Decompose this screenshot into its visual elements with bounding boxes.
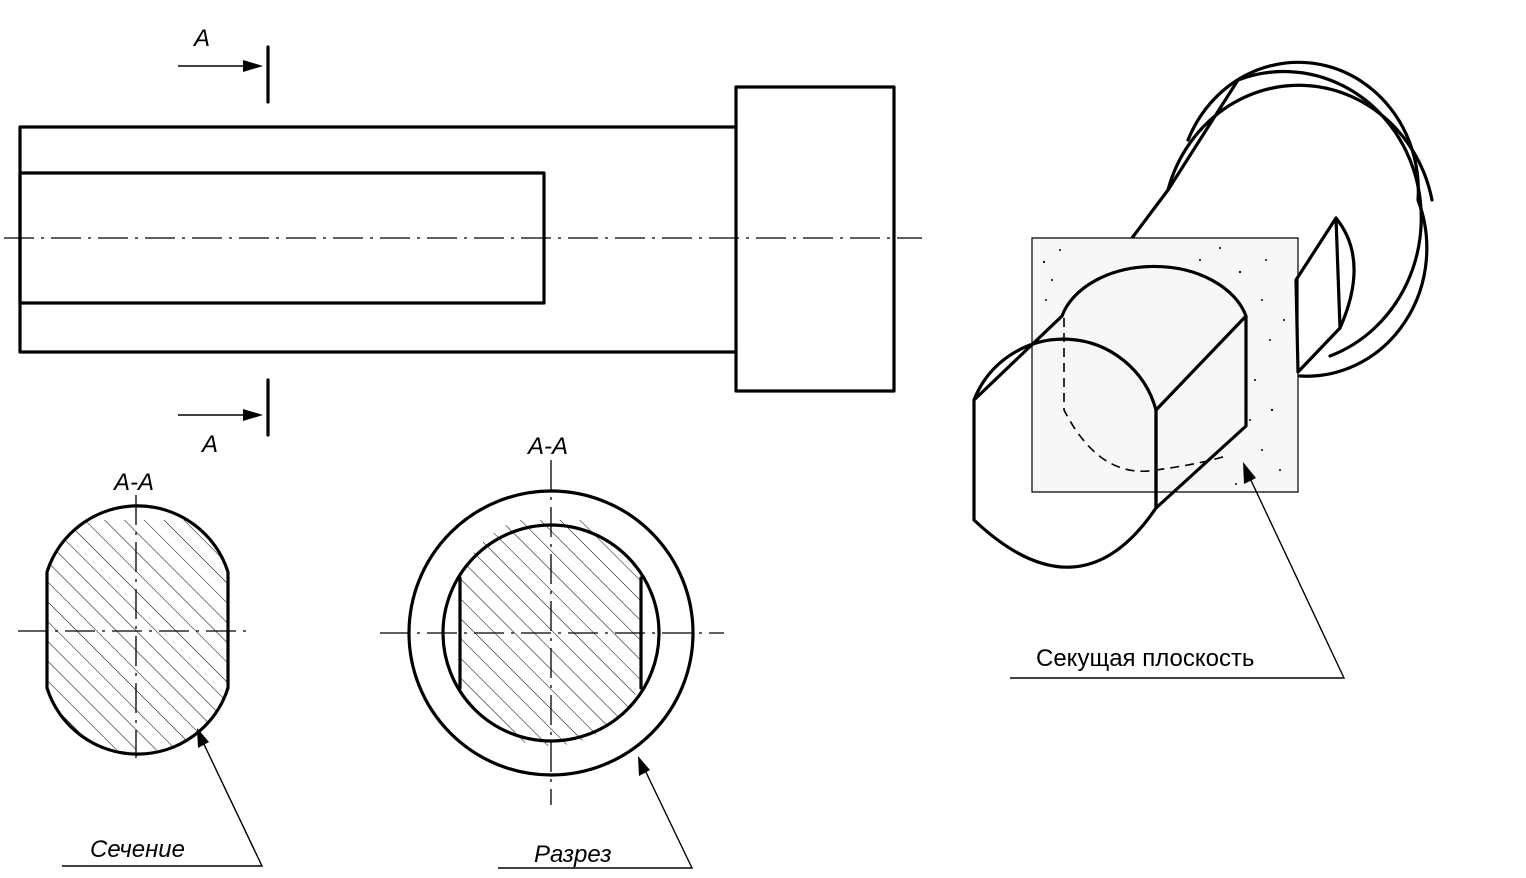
section-view: А-А <box>18 469 250 758</box>
iso-plane-stipple <box>1042 247 1285 485</box>
plane-leader-line <box>1010 473 1346 679</box>
front-view <box>4 85 922 393</box>
iso-front-left-edge <box>972 314 1064 402</box>
iso-head-front-arc <box>1166 83 1434 202</box>
iso-shoulder-ring <box>1186 60 1429 378</box>
cut-view-title: А-А <box>526 433 568 460</box>
shaft-body <box>18 125 738 354</box>
section-hatching <box>47 520 228 750</box>
section-label: Сечение <box>90 836 185 863</box>
plane-label: Секущая плоскость <box>1036 645 1254 672</box>
shaft-head <box>734 85 896 393</box>
section-leader-arrow <box>197 728 209 748</box>
cut-label-bottom: A <box>200 431 218 458</box>
iso-head-flat <box>1294 216 1342 374</box>
iso-front-face <box>972 337 1158 569</box>
cut-label-top: A <box>192 25 210 52</box>
cut-leader-line <box>498 765 694 869</box>
section-leader: Сечение <box>62 728 264 867</box>
iso-hidden-section <box>1063 318 1227 472</box>
cutting-plane-marks: A A <box>178 25 270 458</box>
section-outline <box>45 504 230 756</box>
section-title: А-А <box>112 469 154 496</box>
iso-front-top-arc <box>1060 264 1248 318</box>
plane-leader: Секущая плоскость <box>1010 462 1346 679</box>
cut-view: А-А <box>380 433 724 805</box>
cut-arrow-top-head <box>243 60 263 72</box>
section-leader-line <box>62 737 264 867</box>
iso-head-top-edge <box>1166 78 1240 192</box>
isometric-view <box>972 60 1434 569</box>
cut-arrow-bottom-head <box>243 409 263 421</box>
iso-head-flat-curve <box>1334 216 1356 330</box>
cut-leader: Разрез <box>498 756 694 869</box>
iso-cutting-plane <box>1031 237 1299 493</box>
iso-head-back-arc <box>1236 69 1423 358</box>
plane-leader-arrow <box>1243 462 1256 484</box>
cut-leader-arrow <box>638 756 650 776</box>
iso-shaft-top-edge <box>1130 188 1170 240</box>
cut-view-label: Разрез <box>534 841 612 868</box>
